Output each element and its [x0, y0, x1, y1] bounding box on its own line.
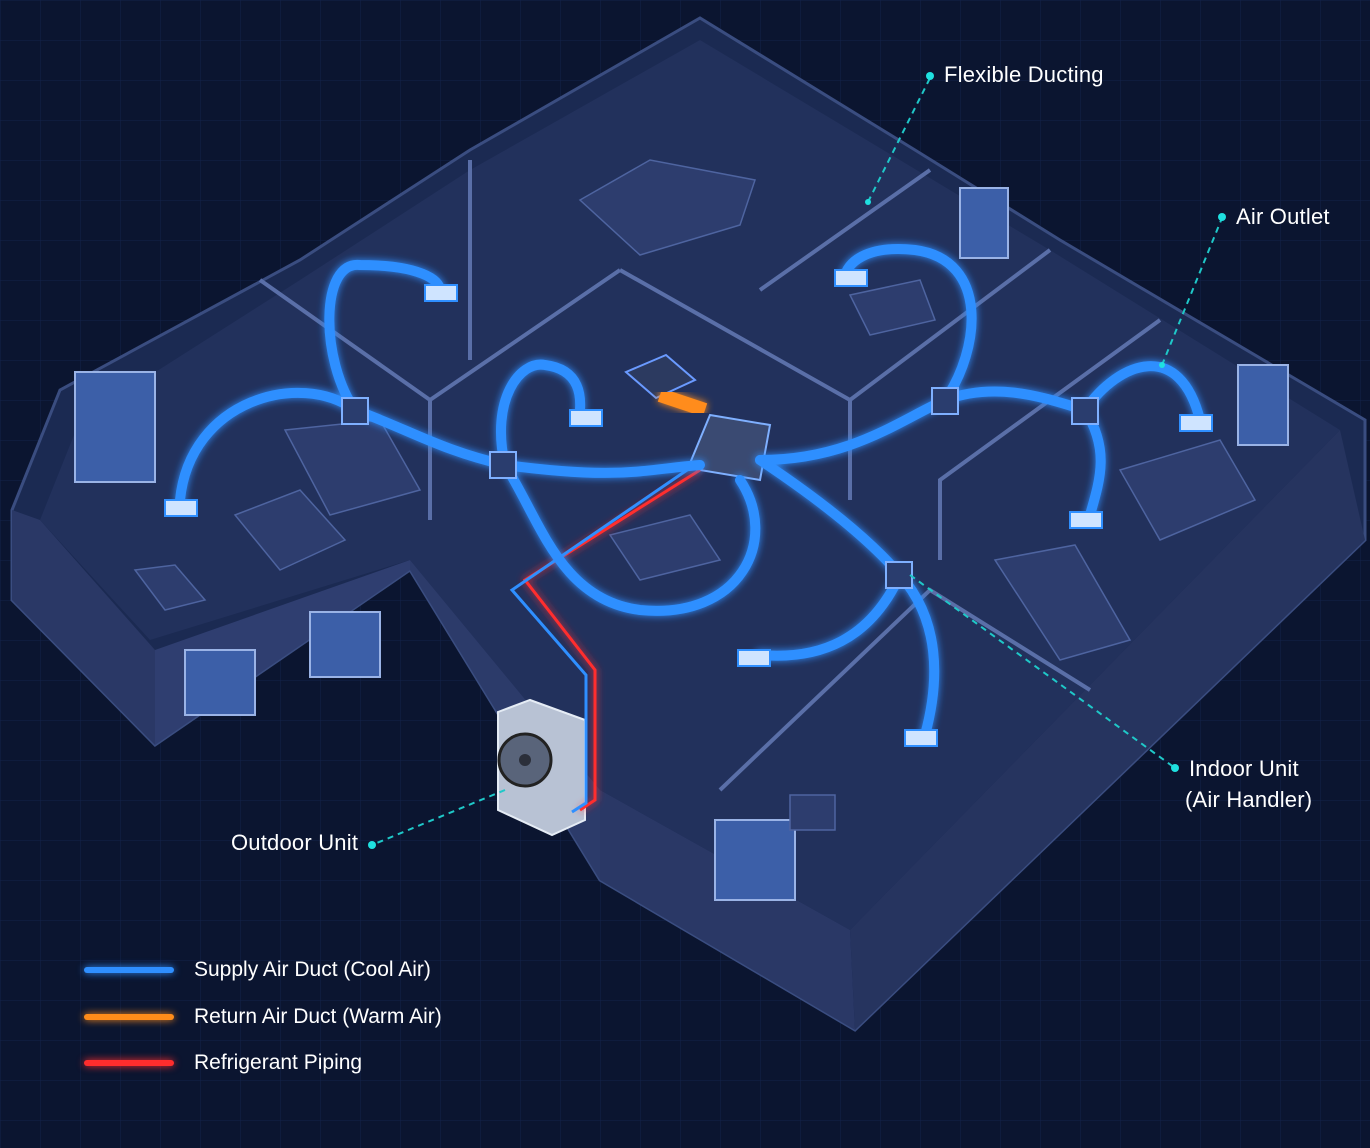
window-living [74, 371, 156, 483]
window-front-1 [184, 649, 256, 716]
callout-air-outlet: Air Outlet [1236, 204, 1330, 229]
outlet-closet [424, 284, 458, 302]
car [578, 159, 756, 256]
bed [1118, 439, 1257, 541]
callout-indoor-unit: Indoor Unit [1189, 756, 1299, 781]
coffee-table [233, 489, 347, 571]
dining-table [608, 514, 722, 581]
outlet-bedroom-3 [904, 729, 938, 747]
callout-indoor-unit-subtitle: (Air Handler) [1185, 787, 1313, 812]
bench [993, 544, 1132, 661]
window-office [959, 187, 1009, 259]
legend-swatch-refrigerant [84, 1060, 174, 1066]
return-air-duct [657, 388, 708, 417]
west-wall [12, 510, 155, 745]
east-wall [850, 430, 1365, 1030]
outlet-bedroom [1179, 414, 1213, 432]
outlet-office [834, 269, 868, 287]
legend-label-refrigerant: Refrigerant Piping [194, 1051, 363, 1074]
furniture [133, 159, 1257, 831]
outdoor-unit [497, 698, 586, 837]
window-front-3 [714, 819, 796, 901]
nightstand [789, 794, 836, 831]
callout-lines [371, 77, 1223, 846]
legend-label-return: Return Air Duct (Warm Air) [194, 1005, 442, 1028]
legend-swatch-supply [84, 967, 174, 973]
outlet-hallway [737, 649, 771, 667]
outlet-hall [569, 409, 603, 427]
legend-swatch-return [84, 1014, 174, 1020]
callout-dots [368, 72, 1226, 849]
refrigerant-piping [509, 466, 701, 814]
desk [848, 279, 937, 336]
front-wall [600, 790, 855, 1030]
window-bedroom [1237, 364, 1289, 446]
outlet-bedroom-2 [1069, 511, 1103, 529]
outlet-living [164, 499, 198, 517]
windows [74, 187, 1289, 901]
air-outlets [164, 269, 1213, 747]
armchair [133, 564, 207, 611]
window-front-2 [309, 611, 381, 678]
callout-outdoor-unit: Outdoor Unit [231, 830, 359, 855]
indoor-unit-air-handler [624, 353, 772, 482]
legend-label-supply: Supply Air Duct (Cool Air) [194, 958, 431, 981]
duct-junctions [341, 387, 1099, 589]
callout-flexible-ducting: Flexible Ducting [944, 62, 1104, 87]
